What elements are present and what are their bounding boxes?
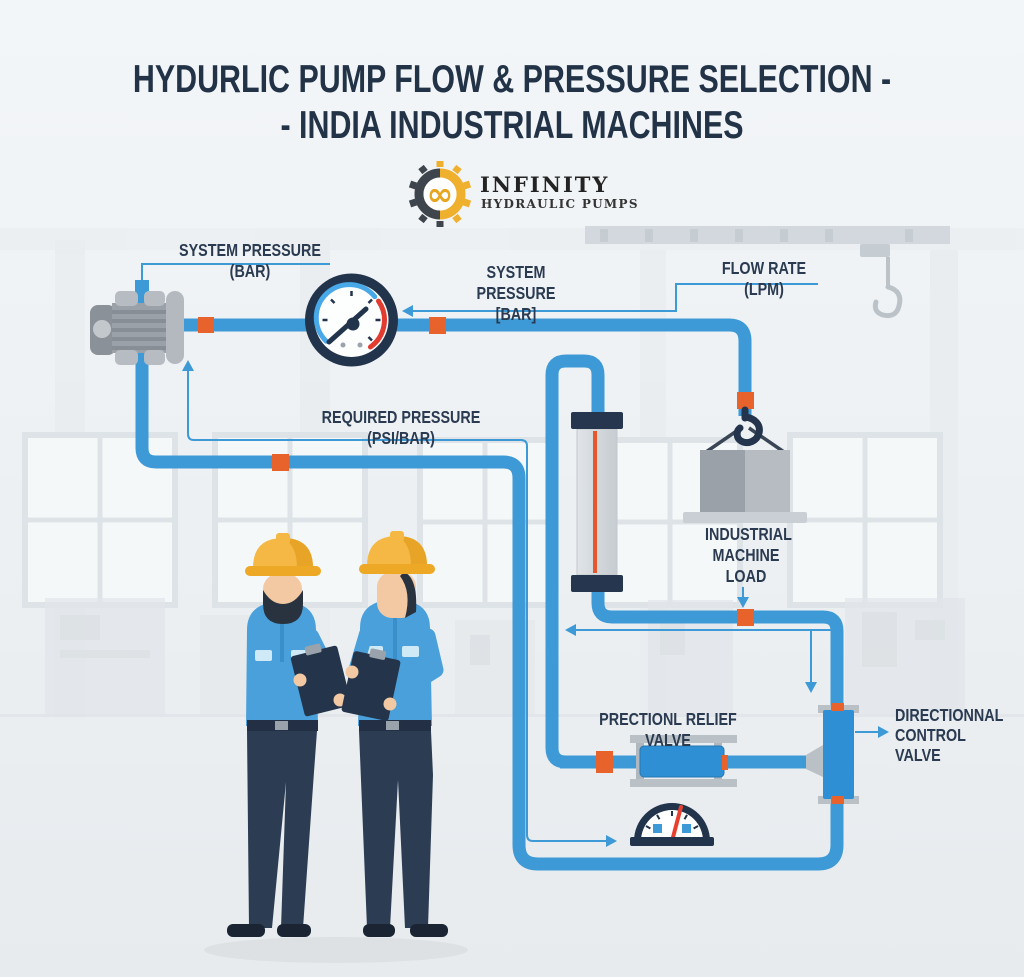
arrow-up-icon xyxy=(182,360,194,371)
page-title-line2: - INDIA INDUSTRIAL MACHINES xyxy=(280,104,744,147)
label-system-pressure-left: SYSTEM PRESSURE (BAR) xyxy=(179,240,321,281)
pipe-return-line xyxy=(135,348,844,871)
logo-tagline-text: HYDRAULIC PUMPS xyxy=(481,197,639,211)
blue-connector xyxy=(135,280,149,294)
hydraulic-cylinder-icon xyxy=(571,412,623,592)
pipe-u-loop-to-cylinder xyxy=(545,354,605,769)
engineer-left xyxy=(227,533,352,937)
arrow-down-icon xyxy=(805,682,817,693)
relief-valve-icon xyxy=(630,735,737,787)
orange-connector xyxy=(737,609,754,626)
label-required-pressure: REQUIRED PRESSURE (PSI/BAR) xyxy=(321,407,481,448)
label-relief-valve: PRECTIONL RELIEF VALVE xyxy=(599,709,737,750)
orange-connector xyxy=(198,317,214,333)
hydraulic-pump-icon xyxy=(90,291,184,365)
label-flow-rate: FLOW RATE (LPM) xyxy=(721,258,807,299)
gear-infinity-icon: ∞ xyxy=(408,161,472,227)
arrow-left-icon xyxy=(565,624,576,636)
pipe-pump-to-hook xyxy=(180,318,752,416)
pressure-gauge-icon xyxy=(305,273,398,367)
leader-lines xyxy=(141,263,883,842)
engineers-shadow xyxy=(204,937,468,963)
arrow-right-icon xyxy=(878,726,889,738)
arrow-down-icon xyxy=(737,597,749,608)
load-cube-icon xyxy=(745,450,790,512)
page-title-line1: HYDURLIC PUMP FLOW & PRESSURE SELECTION … xyxy=(132,58,892,101)
directional-control-valve-icon xyxy=(806,703,859,804)
leader-flow-rate-gauge xyxy=(410,283,818,312)
mini-gauge-needle xyxy=(670,805,683,843)
crane-hook-icon xyxy=(733,406,763,447)
arrow-right-icon xyxy=(606,835,617,847)
orange-connector xyxy=(429,317,446,334)
orange-connector xyxy=(272,454,289,471)
label-system-pressure-center: SYSTEM PRESSURE [BAR] xyxy=(476,262,556,324)
pipe-connectors xyxy=(135,280,754,773)
infinity-symbol: ∞ xyxy=(427,175,454,213)
label-directional-control-valve: DIRECTIONNAL CONTROL VALVE xyxy=(895,705,1004,765)
leader-arrowheads xyxy=(182,305,889,847)
leader-system-pressure-left xyxy=(141,263,330,280)
overhead-crane-beam xyxy=(585,226,950,319)
hydraulic-pipes xyxy=(135,286,844,871)
label-industrial-machine-load: INDUSTRIAL MACHINE LOAD xyxy=(705,524,792,586)
background-hook-icon xyxy=(872,284,903,319)
arrow-left-icon xyxy=(402,305,413,317)
pipe-cylinder-to-valve xyxy=(591,586,844,708)
orange-connector xyxy=(737,392,754,409)
engineer-right xyxy=(341,531,448,937)
orange-connector xyxy=(596,751,613,773)
mini-gauge-icon xyxy=(630,803,714,846)
crane-hook-load xyxy=(683,406,807,523)
background-machinery xyxy=(0,598,1024,717)
leader-required-pressure xyxy=(187,366,611,842)
beard xyxy=(263,590,303,624)
logo-brand-text: INFINITY xyxy=(480,172,610,197)
load-platform xyxy=(683,512,807,523)
load-cube-icon xyxy=(700,450,745,512)
